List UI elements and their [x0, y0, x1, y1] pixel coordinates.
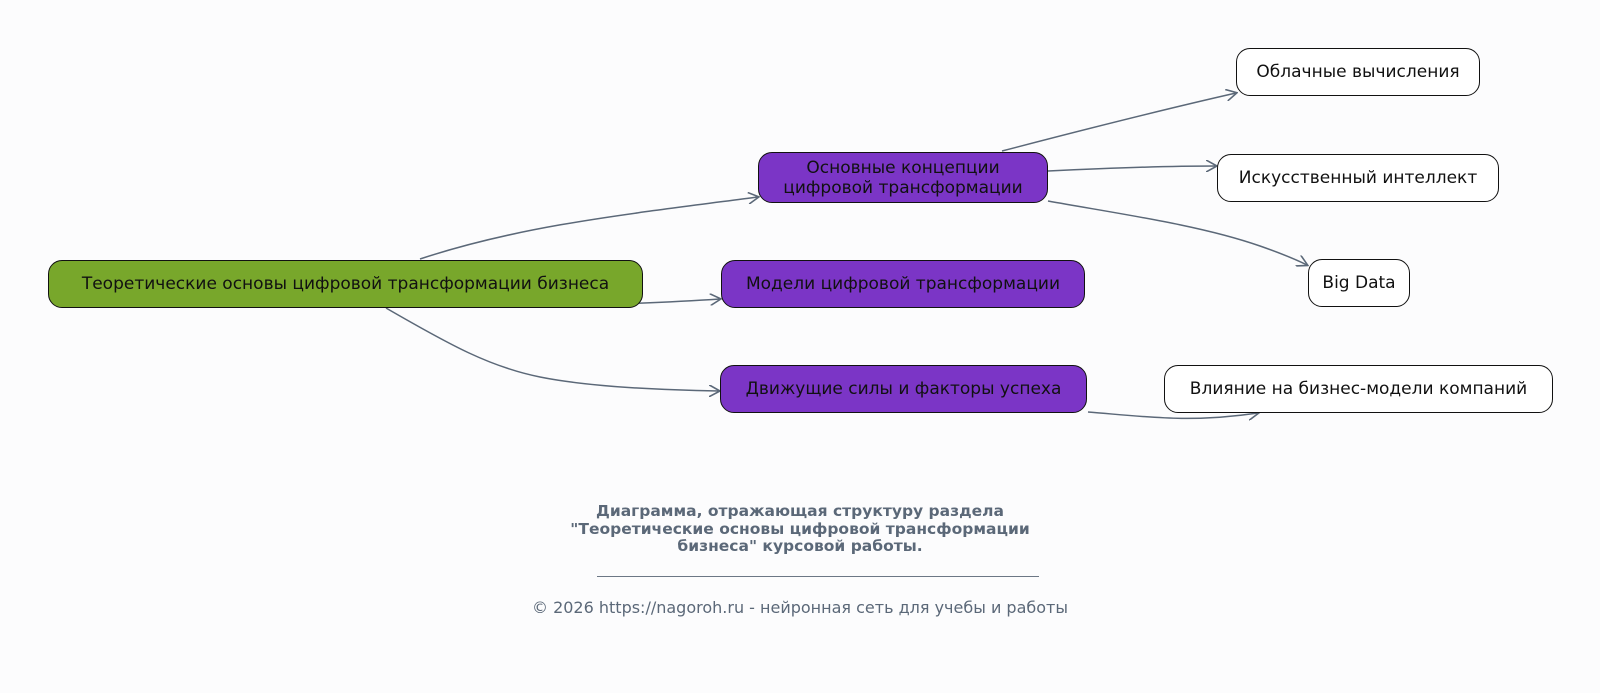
caption-line-3: бизнеса" курсовой работы.	[677, 537, 923, 555]
section-node-models-label: Модели цифровой трансформации	[745, 274, 1061, 294]
edge-section-3-to-leaf-4	[1087, 412, 1258, 418]
caption-line-2: "Теоретические основы цифровой трансформ…	[570, 519, 1030, 538]
caption-line-1: Диаграмма, отражающая структуру раздела	[596, 502, 1004, 520]
section-node-concepts: Основные концепции цифровой трансформаци…	[758, 152, 1048, 203]
caption-divider	[597, 576, 1039, 577]
leaf-node-artificial-intelligence: Искусственный интеллект	[1217, 154, 1499, 202]
diagram-caption: Диаграмма, отражающая структуру раздела …	[500, 502, 1100, 556]
leaf-node-cloud-computing-label: Облачные вычисления	[1256, 62, 1460, 82]
edge-section-1-to-leaf-2	[1047, 166, 1216, 171]
section-node-drivers: Движущие силы и факторы успеха	[720, 365, 1087, 413]
edge-root-to-section-3	[385, 307, 719, 391]
section-node-models: Модели цифровой трансформации	[721, 260, 1085, 308]
leaf-node-business-models: Влияние на бизнес-модели компаний	[1164, 365, 1553, 413]
leaf-node-business-models-label: Влияние на бизнес-модели компаний	[1189, 379, 1528, 399]
section-node-concepts-label-line-1: Основные концепции	[806, 157, 1000, 178]
edge-root-to-section-1	[419, 197, 758, 260]
edge-section-1-to-leaf-1	[1001, 93, 1236, 152]
leaf-node-artificial-intelligence-label: Искусственный интеллект	[1238, 168, 1478, 188]
leaf-node-big-data: Big Data	[1308, 259, 1410, 307]
footer-copyright: © 2026 https://nagoroh.ru - нейронная се…	[531, 598, 1068, 617]
section-node-drivers-label: Движущие силы и факторы успеха	[745, 379, 1062, 399]
leaf-node-cloud-computing: Облачные вычисления	[1236, 48, 1480, 96]
edge-section-1-to-leaf-3	[1047, 200, 1307, 265]
leaf-node-big-data-label: Big Data	[1322, 273, 1396, 293]
root-node: Теоретические основы цифровой трансформа…	[48, 260, 643, 308]
root-node-label: Теоретические основы цифровой трансформа…	[81, 274, 610, 294]
section-node-concepts-label-line-2: цифровой трансформации	[783, 177, 1023, 198]
